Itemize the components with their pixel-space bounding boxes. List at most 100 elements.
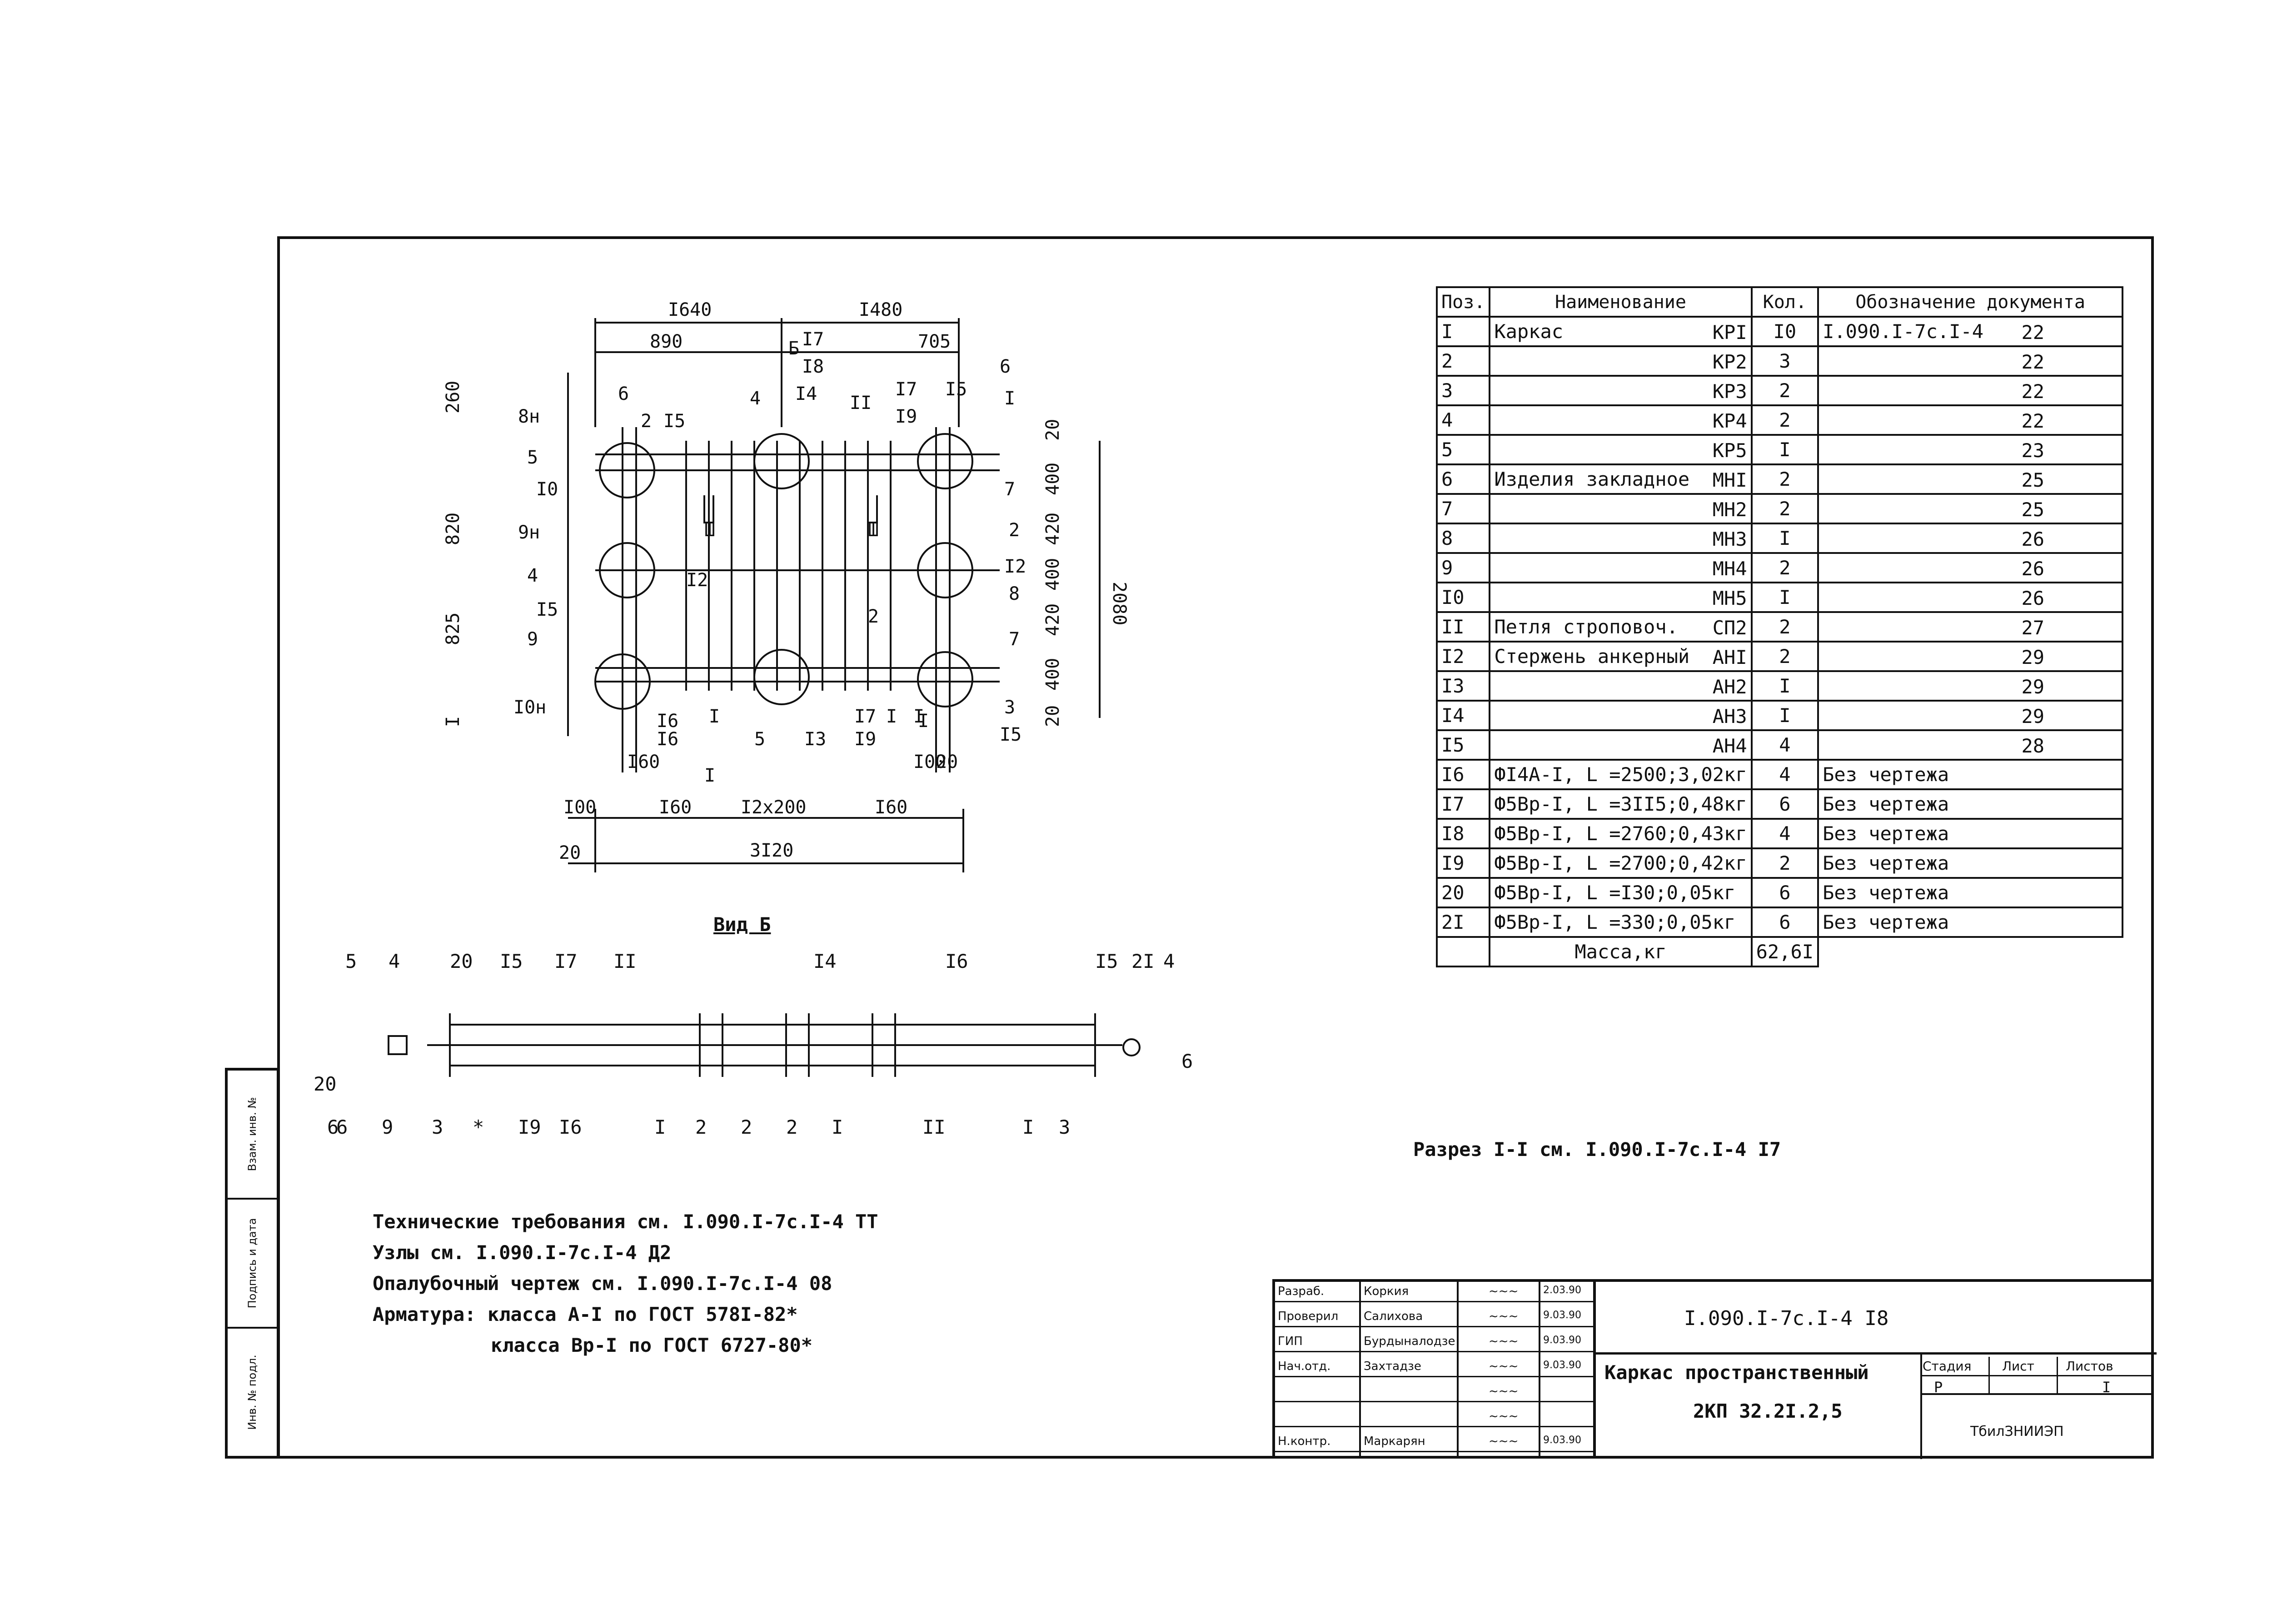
view-b-label: 2 (741, 1116, 752, 1138)
spec-sheet: 25 (2021, 498, 2045, 521)
signature-mark: ~~~ (1489, 1310, 1519, 1323)
section-reference: Разрез I-I см. I.090.I-7с.I-4 I7 (1413, 1138, 1781, 1161)
divider (1920, 1393, 2154, 1395)
spec-doc: Без чертежа (1823, 852, 1949, 874)
spec-name: ФI4А-I, L =2500;3,02кг (1494, 763, 1747, 786)
spec-qty: 2 (1750, 552, 1819, 583)
view-b-drawing: 5 4 20 I5 I7 II I4 I6 I5 2I 4 20 6 6 6 9… (314, 950, 1193, 1138)
spec-doc: Без чертежа (1823, 911, 1949, 933)
view-b-label: 20 (314, 1073, 337, 1095)
dim-label: 890 (650, 331, 683, 352)
side-cell: Инв. № подл. (228, 1329, 277, 1456)
view-b-label: I5 (500, 950, 523, 972)
note-line: класса Вр-I по ГОСТ 6727-80* (491, 1334, 813, 1356)
callout: I7 (895, 379, 917, 400)
spec-name-cell: КР3 (1489, 375, 1753, 406)
signature-mark: ~~~ (1489, 1410, 1519, 1423)
view-b-label: 3 (1059, 1116, 1070, 1138)
callout: I2 (686, 570, 708, 591)
drawing-title: Каркас пространственный (1604, 1361, 1869, 1384)
spec-doc: Без чертежа (1823, 793, 1949, 815)
spec-qty: 4 (1750, 818, 1819, 849)
side-cell-label: Взам. инв. № (246, 1097, 259, 1171)
spec-mark: МН4 (1712, 558, 1747, 580)
spec-qty: I (1750, 670, 1819, 702)
callout: 9 (527, 629, 538, 650)
organization: ТбилЗНИИЭП (1970, 1424, 2064, 1440)
spec-name-cell: АН3 (1489, 700, 1753, 731)
view-b-label: 2 (786, 1116, 797, 1138)
spec-qty: 6 (1750, 877, 1819, 908)
signature-role: Проверил (1278, 1310, 1339, 1323)
dim-label: 420 (1042, 513, 1063, 545)
spec-name-cell: Ф5Вр-I, L =3II5;0,48кг (1489, 788, 1753, 820)
callout: 4 (750, 388, 761, 409)
callout: I5 (536, 599, 558, 620)
callout: I4 (795, 384, 817, 404)
spec-sheet: 25 (2021, 469, 2045, 491)
spec-pos: I6 (1435, 759, 1491, 790)
spec-pos: 8 (1435, 523, 1491, 554)
signature-mark: ~~~ (1489, 1385, 1519, 1398)
spec-qty: 2 (1750, 404, 1819, 436)
spec-qty: 2 (1750, 847, 1819, 879)
callout: II (850, 393, 872, 413)
signature-mark: ~~~ (1489, 1335, 1519, 1348)
spec-name-cell: Ф5Вр-I, L =2760;0,43кг (1489, 818, 1753, 849)
callout: 4 (527, 565, 538, 586)
spec-name: Петля строповоч. (1494, 616, 1678, 638)
spec-pos: 3 (1435, 375, 1491, 406)
divider (1457, 1282, 1459, 1456)
spec-pos: I0 (1435, 582, 1491, 613)
view-b-label: 6 (336, 1116, 348, 1138)
spec-doc-cell: 29 (1817, 700, 2124, 731)
callout: Ш (868, 520, 879, 541)
callout: I7 (854, 706, 876, 727)
note-line: Арматура: класса А-I по ГОСТ 578I-82* (373, 1303, 798, 1325)
view-b-label: 20 (450, 950, 473, 972)
spec-mark: МН3 (1712, 528, 1747, 550)
spec-qty: I0 (1750, 316, 1819, 347)
spec-qty: 6 (1750, 788, 1819, 820)
specification-table: Поз. Наименование Кол. Обозначение докум… (1435, 286, 2124, 967)
signature-mark: ~~~ (1489, 1435, 1519, 1448)
spec-name-cell: КР5 (1489, 434, 1753, 465)
spec-mark: МНI (1712, 469, 1747, 491)
spec-sheet: 28 (2021, 735, 2045, 757)
view-b-label: I5 (1095, 950, 1118, 972)
view-b-label: 5 (345, 950, 357, 972)
view-b-label: I9 (518, 1116, 541, 1138)
spec-sheet: 26 (2021, 558, 2045, 580)
view-b-label: I (1022, 1116, 1034, 1138)
callout: I7 (802, 329, 824, 350)
dim-label: I00 (563, 797, 596, 818)
spec-doc-cell: 22 (1817, 404, 2124, 436)
callout: 6 (1000, 356, 1011, 377)
callout: I (918, 711, 929, 732)
dim-label: I2x200 (741, 797, 807, 818)
signature-role: Нач.отд. (1278, 1360, 1331, 1373)
callout: 7 (1004, 479, 1015, 500)
spec-doc-cell: 25 (1817, 463, 2124, 495)
callout: 3 (1004, 697, 1015, 718)
signature-row: Разраб.Коркия~~~2.03.90 (1275, 1282, 1593, 1302)
spec-qty: 2 (1750, 463, 1819, 495)
divider (1920, 1375, 2154, 1376)
spec-pos: I7 (1435, 788, 1491, 820)
view-b-label: 2 (695, 1116, 707, 1138)
spec-name: Изделия закладное (1494, 468, 1690, 490)
spec-mark: КР4 (1712, 410, 1747, 432)
spec-name: Стержень анкерный (1494, 645, 1690, 668)
spec-name-cell: Изделия закладное МНI (1489, 463, 1753, 495)
spec-name: Ф5Вр-I, L =I30;0,05кг (1494, 882, 1736, 904)
dim-label: I60 (627, 752, 660, 772)
spec-mark: АН3 (1712, 705, 1747, 727)
spec-name-cell: Ф5Вр-I, L =I30;0,05кг (1489, 877, 1753, 908)
callout: I9 (854, 729, 876, 750)
spec-doc-cell: 22 (1817, 345, 2124, 377)
sheets-value: I (2102, 1379, 2111, 1396)
